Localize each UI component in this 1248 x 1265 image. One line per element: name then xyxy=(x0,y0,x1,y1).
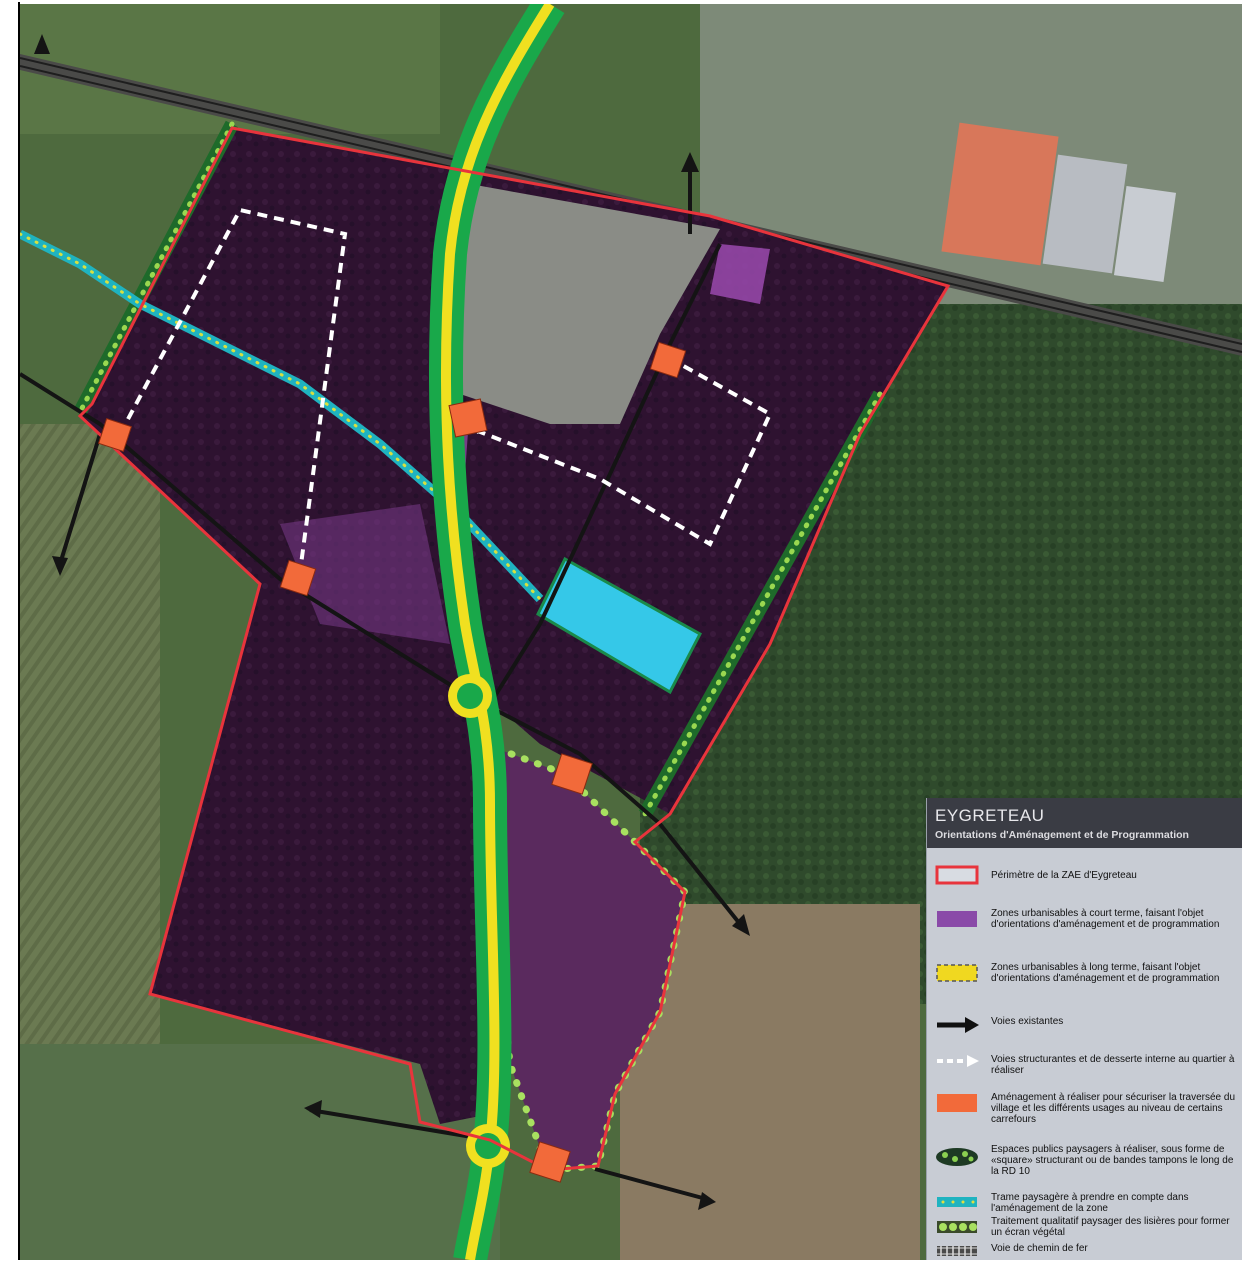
road-arrowheads xyxy=(34,34,750,1210)
long-term-zone xyxy=(495,749,685,1170)
orange-square-icon xyxy=(937,1094,977,1112)
aerial-map xyxy=(20,4,1242,1260)
legend-label: Trame paysagère à prendre en compte dans… xyxy=(991,1192,1189,1214)
green-dots-icon xyxy=(937,1221,977,1233)
crossing-marker-3 xyxy=(448,398,488,438)
roundabout-north-inner xyxy=(457,683,483,709)
water-square xyxy=(536,556,703,695)
crossing-marker-4 xyxy=(649,341,687,379)
zae-perimeter xyxy=(77,126,951,1172)
crossing-marker-6 xyxy=(529,1141,571,1183)
roundabout-south-inner xyxy=(475,1133,501,1159)
legend-title: EYGRETEAU xyxy=(935,806,1045,825)
white-dashed-arrow-icon xyxy=(937,1055,979,1067)
legend-label: Traitement qualitatif paysager des lisiè… xyxy=(991,1216,1230,1238)
legend-header: EYGRETEAU Orientations d'Aménagement et … xyxy=(927,798,1242,848)
zone-tint-west xyxy=(280,504,450,644)
industrial-enclave xyxy=(450,184,720,424)
legend-label: Voies existantes xyxy=(991,1016,1064,1027)
purple-zone-symbol-icon xyxy=(937,911,977,927)
warehouse-roof-red xyxy=(941,122,1059,266)
legend-label: Périmètre de la ZAE d'Eygreteau xyxy=(991,870,1137,881)
green-square-icon xyxy=(936,1148,978,1166)
legend-label: Zones urbanisables à long terme, faisant… xyxy=(991,962,1220,984)
legend-panel: EYGRETEAU Orientations d'Aménagement et … xyxy=(926,798,1242,1260)
blue-corridor-icon xyxy=(937,1197,977,1207)
legend-label: Espaces publics paysagers à réaliser, so… xyxy=(991,1144,1234,1177)
map-frame: EYGRETEAU Orientations d'Aménagement et … xyxy=(20,4,1242,1260)
legend-label: Voie de chemin de fer xyxy=(991,1243,1088,1254)
village-south xyxy=(20,1044,500,1260)
yellow-zone-symbol-icon xyxy=(936,964,978,982)
legend-label: Zones urbanisables à court terme, faisan… xyxy=(991,908,1220,930)
planned-roads xyxy=(118,207,773,573)
hedge-east-dots xyxy=(642,391,883,817)
warehouse-roof-white xyxy=(1113,185,1177,283)
black-arrow-icon xyxy=(937,1017,979,1033)
fields-southwest xyxy=(20,424,160,1044)
crossing-marker-1 xyxy=(97,417,133,453)
railway-icon xyxy=(937,1246,977,1256)
crossing-markers xyxy=(97,341,687,1183)
crossing-marker-2 xyxy=(279,559,317,597)
warehouse-roof-grey xyxy=(1042,154,1128,274)
crossing-marker-5 xyxy=(551,753,593,795)
legend-subtitle: Orientations d'Aménagement et de Program… xyxy=(935,829,1189,841)
hedge-west-dots xyxy=(77,121,235,415)
legend-label: Aménagement à réaliser pour sécuriser la… xyxy=(991,1092,1236,1125)
legend-label: Voies structurantes et de desserte inter… xyxy=(991,1054,1235,1076)
perimeter-symbol-icon xyxy=(935,865,979,885)
zone-tint-north xyxy=(710,244,770,304)
